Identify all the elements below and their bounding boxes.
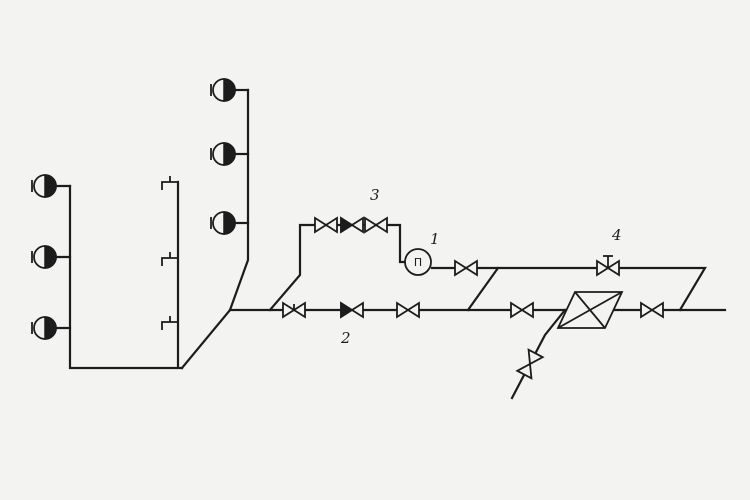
gate-valves <box>282 216 664 380</box>
tap-icon <box>161 316 178 330</box>
tap-icon <box>161 252 178 266</box>
left-riser-pipe <box>68 184 184 370</box>
drain-valve-icon <box>515 348 545 380</box>
hydrant-icon <box>210 142 250 166</box>
gate-valve-icon <box>314 216 338 234</box>
gate-valve-icon <box>510 301 534 319</box>
hydrant-icon <box>31 245 72 269</box>
hydrant-icon <box>31 316 72 340</box>
pump-icon: П <box>404 248 432 276</box>
gate-valve-icon <box>364 216 388 234</box>
gate-valve-icon <box>396 301 420 319</box>
bypass-loop-pipe <box>268 223 408 312</box>
gate-valve-icon <box>454 259 478 277</box>
check-valves <box>340 216 364 319</box>
meter-icon <box>556 291 624 329</box>
hydrant-icon <box>31 174 72 198</box>
gate-valve-icon <box>640 301 664 319</box>
cross-pipe <box>466 266 500 312</box>
pipes <box>68 88 727 400</box>
label-4: 4 <box>611 226 622 244</box>
tap-icon <box>161 176 178 190</box>
gate-valve-icon <box>596 255 620 277</box>
taps <box>161 176 178 330</box>
label-2: 2 <box>340 329 351 347</box>
hydrants <box>31 78 250 340</box>
check-valve-icon <box>340 216 364 234</box>
diagonal-pipe <box>180 308 232 370</box>
right-riser-pipe <box>228 88 250 312</box>
label-3: 3 <box>370 186 380 204</box>
hydrant-icon <box>210 78 250 102</box>
label-1: 1 <box>430 230 440 248</box>
pump-symbol-label: П <box>414 256 422 269</box>
gate-valve-icon <box>282 301 306 319</box>
check-valve-icon <box>340 301 364 319</box>
upper-pipe <box>430 266 707 312</box>
drain-pipe <box>510 308 567 400</box>
hydrant-icon <box>210 211 250 235</box>
